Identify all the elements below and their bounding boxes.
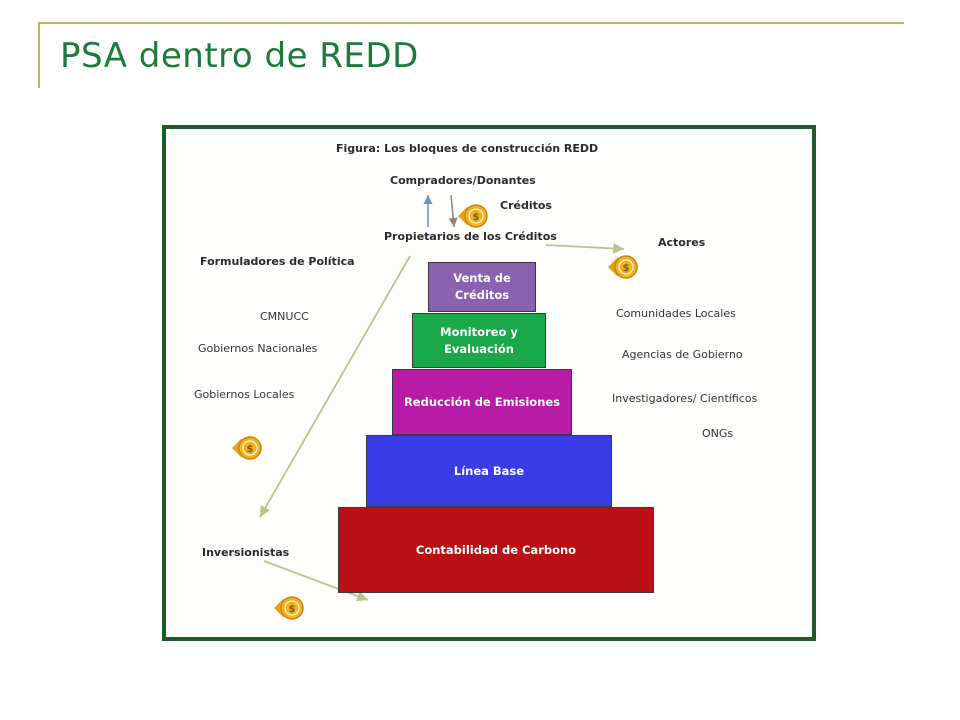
title-accent-vertical (38, 22, 40, 88)
pyramid-level-monitoring: Monitoreo y Evaluación (412, 313, 546, 368)
svg-text:$: $ (289, 604, 296, 615)
actors-title: Actores (658, 236, 706, 249)
credits-label: Créditos (500, 199, 552, 212)
buyers-label: Compradores/Donantes (390, 174, 536, 187)
figure-caption: Figura: Los bloques de construcción REDD (336, 142, 599, 155)
svg-text:$: $ (473, 212, 480, 223)
pyramid-level-emission-reduction: Reducción de Emisiones (392, 369, 572, 435)
investors-label: Inversionistas (202, 546, 290, 559)
pyramid-level-carbon-accounting: Contabilidad de Carbono (338, 507, 654, 593)
policy-title: Formuladores de Política (200, 255, 355, 268)
policy-item-cmnucc: CMNUCC (260, 310, 309, 323)
connector-arrows (259, 194, 625, 602)
actor-item-communities: Comunidades Locales (616, 307, 736, 320)
pyramid-level-credit-sales: Venta de Créditos (428, 262, 536, 312)
dollar-coin-icon: $ (274, 596, 304, 620)
dollar-coin-icon: $ (232, 436, 262, 460)
arrow-investors-to-base (263, 560, 369, 602)
owners-label: Propietarios de los Créditos (384, 230, 557, 243)
policy-item-local: Gobiernos Locales (194, 388, 295, 401)
arrow-owners-to-investors (259, 255, 411, 518)
title-accent-horizontal (38, 22, 904, 24)
svg-text:$: $ (247, 444, 254, 455)
pyramid-level-baseline: Línea Base (366, 435, 612, 507)
slide-title: PSA dentro de REDD (60, 36, 419, 76)
actor-item-ngos: ONGs (702, 427, 734, 440)
actor-item-researchers: Investigadores/ Científicos (612, 392, 758, 405)
dollar-coin-icon: $ (608, 255, 638, 279)
redd-building-blocks-figure: Figura: Los bloques de construcción REDD… (162, 125, 816, 641)
policy-item-national: Gobiernos Nacionales (198, 342, 318, 355)
arrow-buyers-to-owners (448, 194, 458, 228)
actor-item-agencies: Agencias de Gobierno (622, 348, 743, 361)
dollar-coin-icon: $ (458, 204, 488, 228)
svg-text:$: $ (623, 263, 630, 274)
arrow-owners-to-actors (545, 243, 625, 254)
